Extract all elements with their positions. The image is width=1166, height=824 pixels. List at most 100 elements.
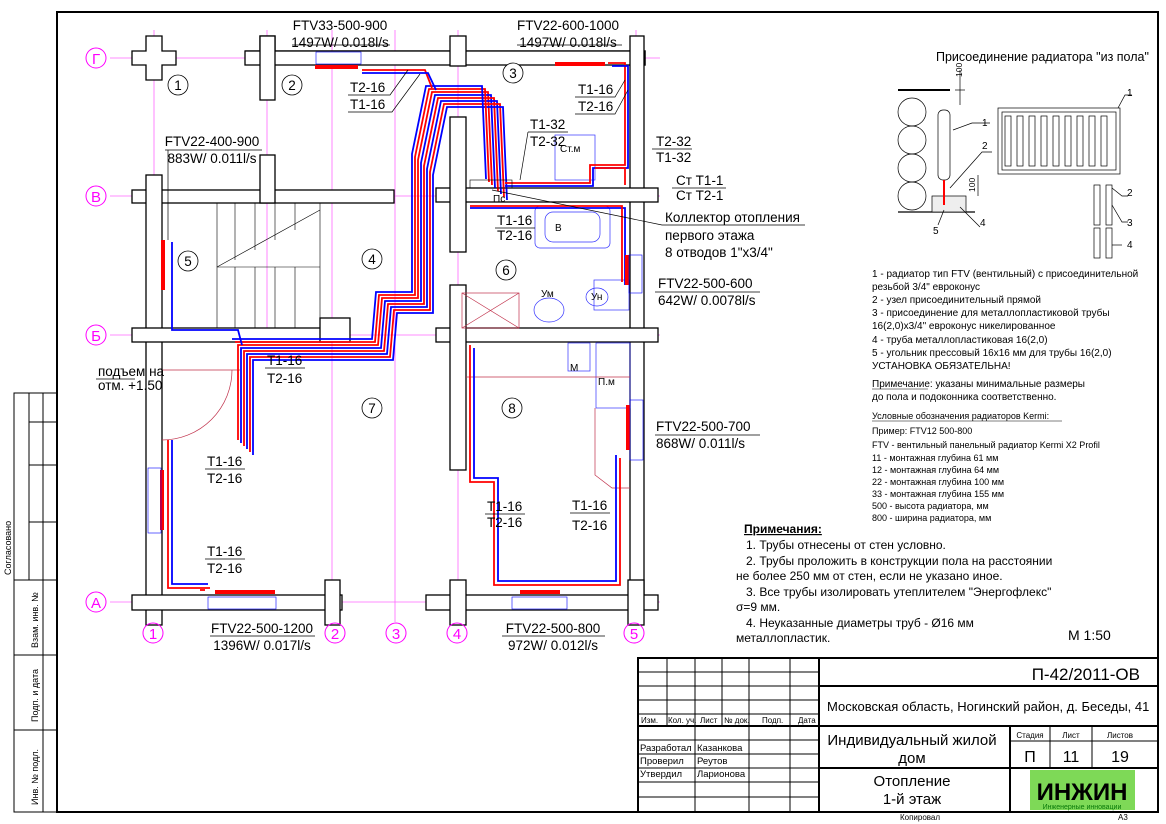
stamp-label: Подп. и дата [30, 669, 40, 722]
callout: 1 [982, 118, 988, 129]
copied-label: Копировал [900, 813, 940, 822]
callout: 2 [1127, 188, 1133, 199]
radiator-model: FTV22-500-800 [506, 621, 601, 636]
axis-row-label: Г [92, 51, 100, 68]
room-number: 5 [184, 254, 192, 269]
fixture-label: Ум [541, 289, 554, 300]
role: Утвердил [640, 769, 682, 780]
legend-item: 2 - узел присоединительный прямой [872, 295, 1041, 306]
header-cell: Лист [700, 716, 718, 725]
pipe-label: Т1-16 [350, 97, 385, 112]
axis-row-label: В [91, 189, 101, 206]
signatures: Разработал Казанкова Проверил Реутов Утв… [640, 743, 746, 780]
role: Проверил [640, 756, 684, 767]
lift-note: подъем на [98, 364, 165, 379]
radiator-output: 883W/ 0.011l/s [167, 151, 256, 166]
header-cell: Дата [798, 716, 816, 725]
document-code: П-42/2011-ОВ [1032, 665, 1140, 684]
legend-item: 16(2,0)x3/4" евроконус никелированное [872, 321, 1056, 332]
fixtures [533, 134, 631, 409]
riser-label: Ст Т2-1 [676, 188, 723, 203]
staircase [216, 202, 321, 329]
kermi-item: 33 - монтажная глубина 155 мм [872, 489, 1004, 499]
dimension-label: 100 [954, 63, 964, 77]
sheets-value: 19 [1111, 749, 1129, 766]
radiator-output: 868W/ 0.011l/s [656, 436, 745, 451]
radiator-marks [147, 51, 644, 610]
scale-label: М 1:50 [1068, 627, 1111, 643]
room-number: 4 [368, 252, 376, 267]
pipe-label: Т2-32 [656, 134, 691, 149]
stamp-label: Согласовано [3, 521, 13, 575]
title-block [637, 657, 1159, 813]
kitchen-furniture [161, 292, 630, 489]
note-line: 3. Все трубы изолировать утеплителем "Эн… [746, 585, 1051, 599]
pipe-label: Т1-16 [497, 213, 532, 228]
site-address: Московская область, Ногинский район, д. … [827, 699, 1149, 714]
radiator-output: 1497W/ 0.018l/s [291, 35, 389, 50]
callout: 4 [1127, 240, 1133, 251]
company-logo: ИНЖИН [1037, 779, 1128, 806]
pipe-label: Т2-16 [207, 561, 242, 576]
room-number: 3 [509, 66, 517, 81]
collector-mark [469, 179, 513, 189]
room-number: 2 [288, 78, 296, 93]
person: Ларионова [697, 769, 746, 780]
pipe-label: Т1-16 [487, 499, 522, 514]
leader-lines [96, 44, 805, 637]
radiator-output: 642W/ 0.0078l/s [658, 293, 756, 308]
pipe-label: Т2-16 [578, 99, 613, 114]
pipe-label: Т2-16 [267, 371, 302, 386]
company-logo-subtitle: Инженерные инновации [1043, 804, 1122, 811]
header-cell: Изм. [641, 716, 658, 725]
collector-label: Коллектор отопления [665, 210, 800, 225]
radiator-model: FTV33-500-900 [293, 18, 388, 33]
axis-col-label: 4 [453, 626, 461, 643]
callout: 4 [980, 218, 986, 229]
axis-col-label: 1 [149, 626, 157, 643]
fixture-label: Пс [493, 194, 505, 205]
kermi-item: 12 - монтажная глубина 64 мм [872, 465, 999, 475]
legend-item: резьбой 3/4" евроконус [872, 281, 980, 293]
side-stamp [13, 392, 58, 813]
legend-item: 1 - радиатор тип FTV (вентильный) с прис… [872, 269, 1138, 280]
axis-col-label: 3 [392, 626, 400, 643]
kermi-item: 500 - высота радиатора, мм [872, 501, 989, 511]
axis-col-label: 2 [331, 626, 339, 643]
drawing-name: 1-й этаж [883, 791, 941, 808]
axis-row-label: А [91, 595, 101, 612]
radiator-model: FTV22-500-600 [658, 276, 753, 291]
fixture-label: М [570, 363, 578, 374]
legend-item: УСТАНОВКА ОБЯЗАТЕЛЬНА! [872, 361, 1011, 372]
stage-label: Стадия [1016, 731, 1043, 740]
radiator-output: 1497W/ 0.018l/s [519, 35, 617, 50]
dimension-label: 100 [967, 178, 977, 192]
pipe-label: Т2-16 [350, 80, 385, 95]
header-cell: Кол. уч. [668, 716, 696, 725]
fixture-label: Ст.м [560, 144, 580, 155]
kermi-title: Условные обозначения радиаторов Kermi: [872, 411, 1049, 421]
kermi-item: 22 - монтажная глубина 100 мм [872, 477, 1004, 487]
fixture-label: В [555, 223, 562, 234]
sheet-label: Лист [1062, 731, 1080, 740]
legend-note: до пола и подоконника соответственно. [872, 392, 1056, 403]
collector-label: 8 отводов 1"x3/4" [665, 245, 773, 260]
sheet-value: 11 [1063, 749, 1080, 766]
header-cell: Подп. [762, 716, 783, 725]
legend-item: 5 - угольник прессовый 16x16 мм для труб… [872, 347, 1112, 359]
drawing-name: Отопление [874, 773, 951, 790]
axis-row-label: Б [91, 328, 101, 345]
pipe-bundle [232, 85, 508, 455]
note-line: не более 250 мм от стен, если не указано… [736, 569, 1003, 583]
radiator-model: FTV22-500-1200 [211, 621, 313, 636]
room-number: 7 [368, 401, 376, 416]
person: Казанкова [697, 743, 743, 754]
walls [131, 35, 659, 626]
callout: 2 [982, 141, 988, 152]
pipe-label: Т2-32 [530, 134, 565, 149]
stage-value: П [1024, 749, 1036, 766]
detail-title: Присоединение радиатора "из пола" [936, 50, 1149, 64]
object-name: дом [898, 750, 925, 767]
radiator-output: 1396W/ 0.017l/s [213, 638, 311, 653]
